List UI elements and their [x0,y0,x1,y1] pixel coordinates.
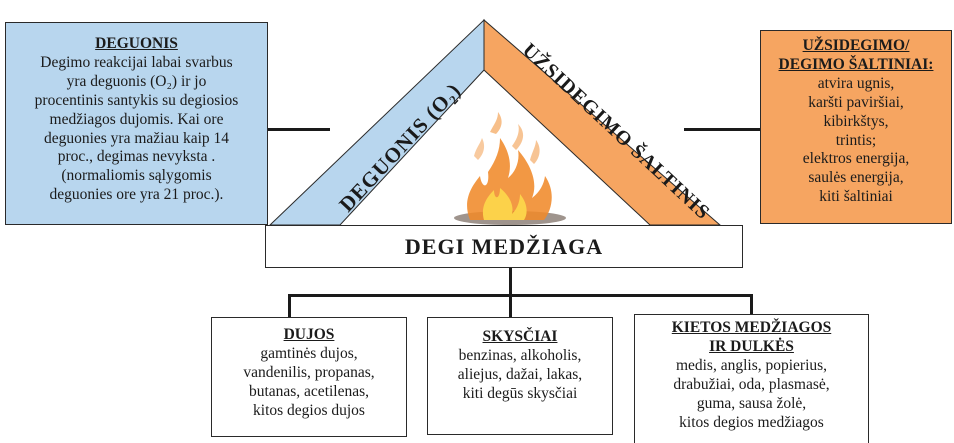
fuel-stem [509,268,512,296]
oxygen-line: Degimo reakcijai labai svarbus [40,53,233,71]
solids-heading-line2: IR DULKĖS [709,337,794,355]
oxygen-line: procentinis santykis su degiosios [34,91,239,109]
gases-item: butanas, acetilenas, [248,382,370,400]
liquids-item: kiti degūs skysčiai [462,384,578,402]
source-item: kibirkštys, [823,112,889,130]
sources-connector [684,128,760,131]
gases-item: gamtinės dujos, [260,344,358,362]
source-item: elektros energija, [802,150,910,168]
sources-heading-line1: UŽSIDEGIMO/ [802,37,910,54]
liquids-item: aliejus, dažai, lakas, [457,365,583,383]
source-item: atvira ugnis, [817,74,895,92]
source-item: trintis; [835,131,877,149]
gases-item: vandenilis, propanas, [243,363,375,381]
ignition-sources-box: UŽSIDEGIMO/ DEGIMO ŠALTINIAI: atvira ugn… [760,30,952,224]
gases-box: DUJOS gamtinės dujos, vandenilis, propan… [211,317,407,437]
oxygen-line: deguonies yra mažiau kaip 14 [43,129,230,147]
oxygen-line: proc., degimas nevyksta . [57,148,216,166]
liquids-heading: SKYSČIAI [482,328,558,345]
solids-item: kitos degios medžiagos [679,413,824,431]
oxygen-heading: DEGUONIS [95,35,178,52]
category-bus [288,294,753,297]
oxygen-line: medžiagos dujomis. Kai ore [49,110,224,128]
fuel-base-label: DEGI MEDŽIAGA [265,225,743,268]
gases-drop [288,294,291,317]
solids-item: guma, sausa žolė, [696,394,807,412]
source-item: kiti šaltiniai [819,188,893,206]
gases-item: kitos degios dujos [253,401,365,419]
solids-heading-line1: KIETOS MEDŽIAGOS [671,319,832,336]
solids-drop [750,294,753,314]
liquids-box: SKYSČIAI benzinas, alkoholis, aliejus, d… [427,317,613,435]
source-item: saulės energija, [808,169,904,187]
oxygen-side [268,18,485,226]
liquids-drop [509,294,512,317]
solids-item: drabužiai, oda, plasmasė, [673,375,830,393]
source-item: karšti paviršiai, [808,93,904,111]
solids-item: medis, anglis, popierius, [675,356,828,374]
oxygen-line: deguonies ore yra 21 proc.). [49,186,224,204]
solids-box: KIETOS MEDŽIAGOS IR DULKĖS medis, anglis… [634,314,869,443]
gases-heading: DUJOS [283,326,335,343]
liquids-item: benzinas, alkoholis, [458,346,582,364]
fire-icon [454,112,566,225]
sources-heading-line2: DEGIMO ŠALTINIAI: [778,55,934,73]
oxygen-box: DEGUONIS Degimo reakcijai labai svarbus … [5,22,268,225]
oxygen-connector [268,128,330,131]
oxygen-line: yra deguonis (O₂) ir jo [66,72,207,90]
oxygen-line: (normaliomis sąlygomis [61,167,212,185]
